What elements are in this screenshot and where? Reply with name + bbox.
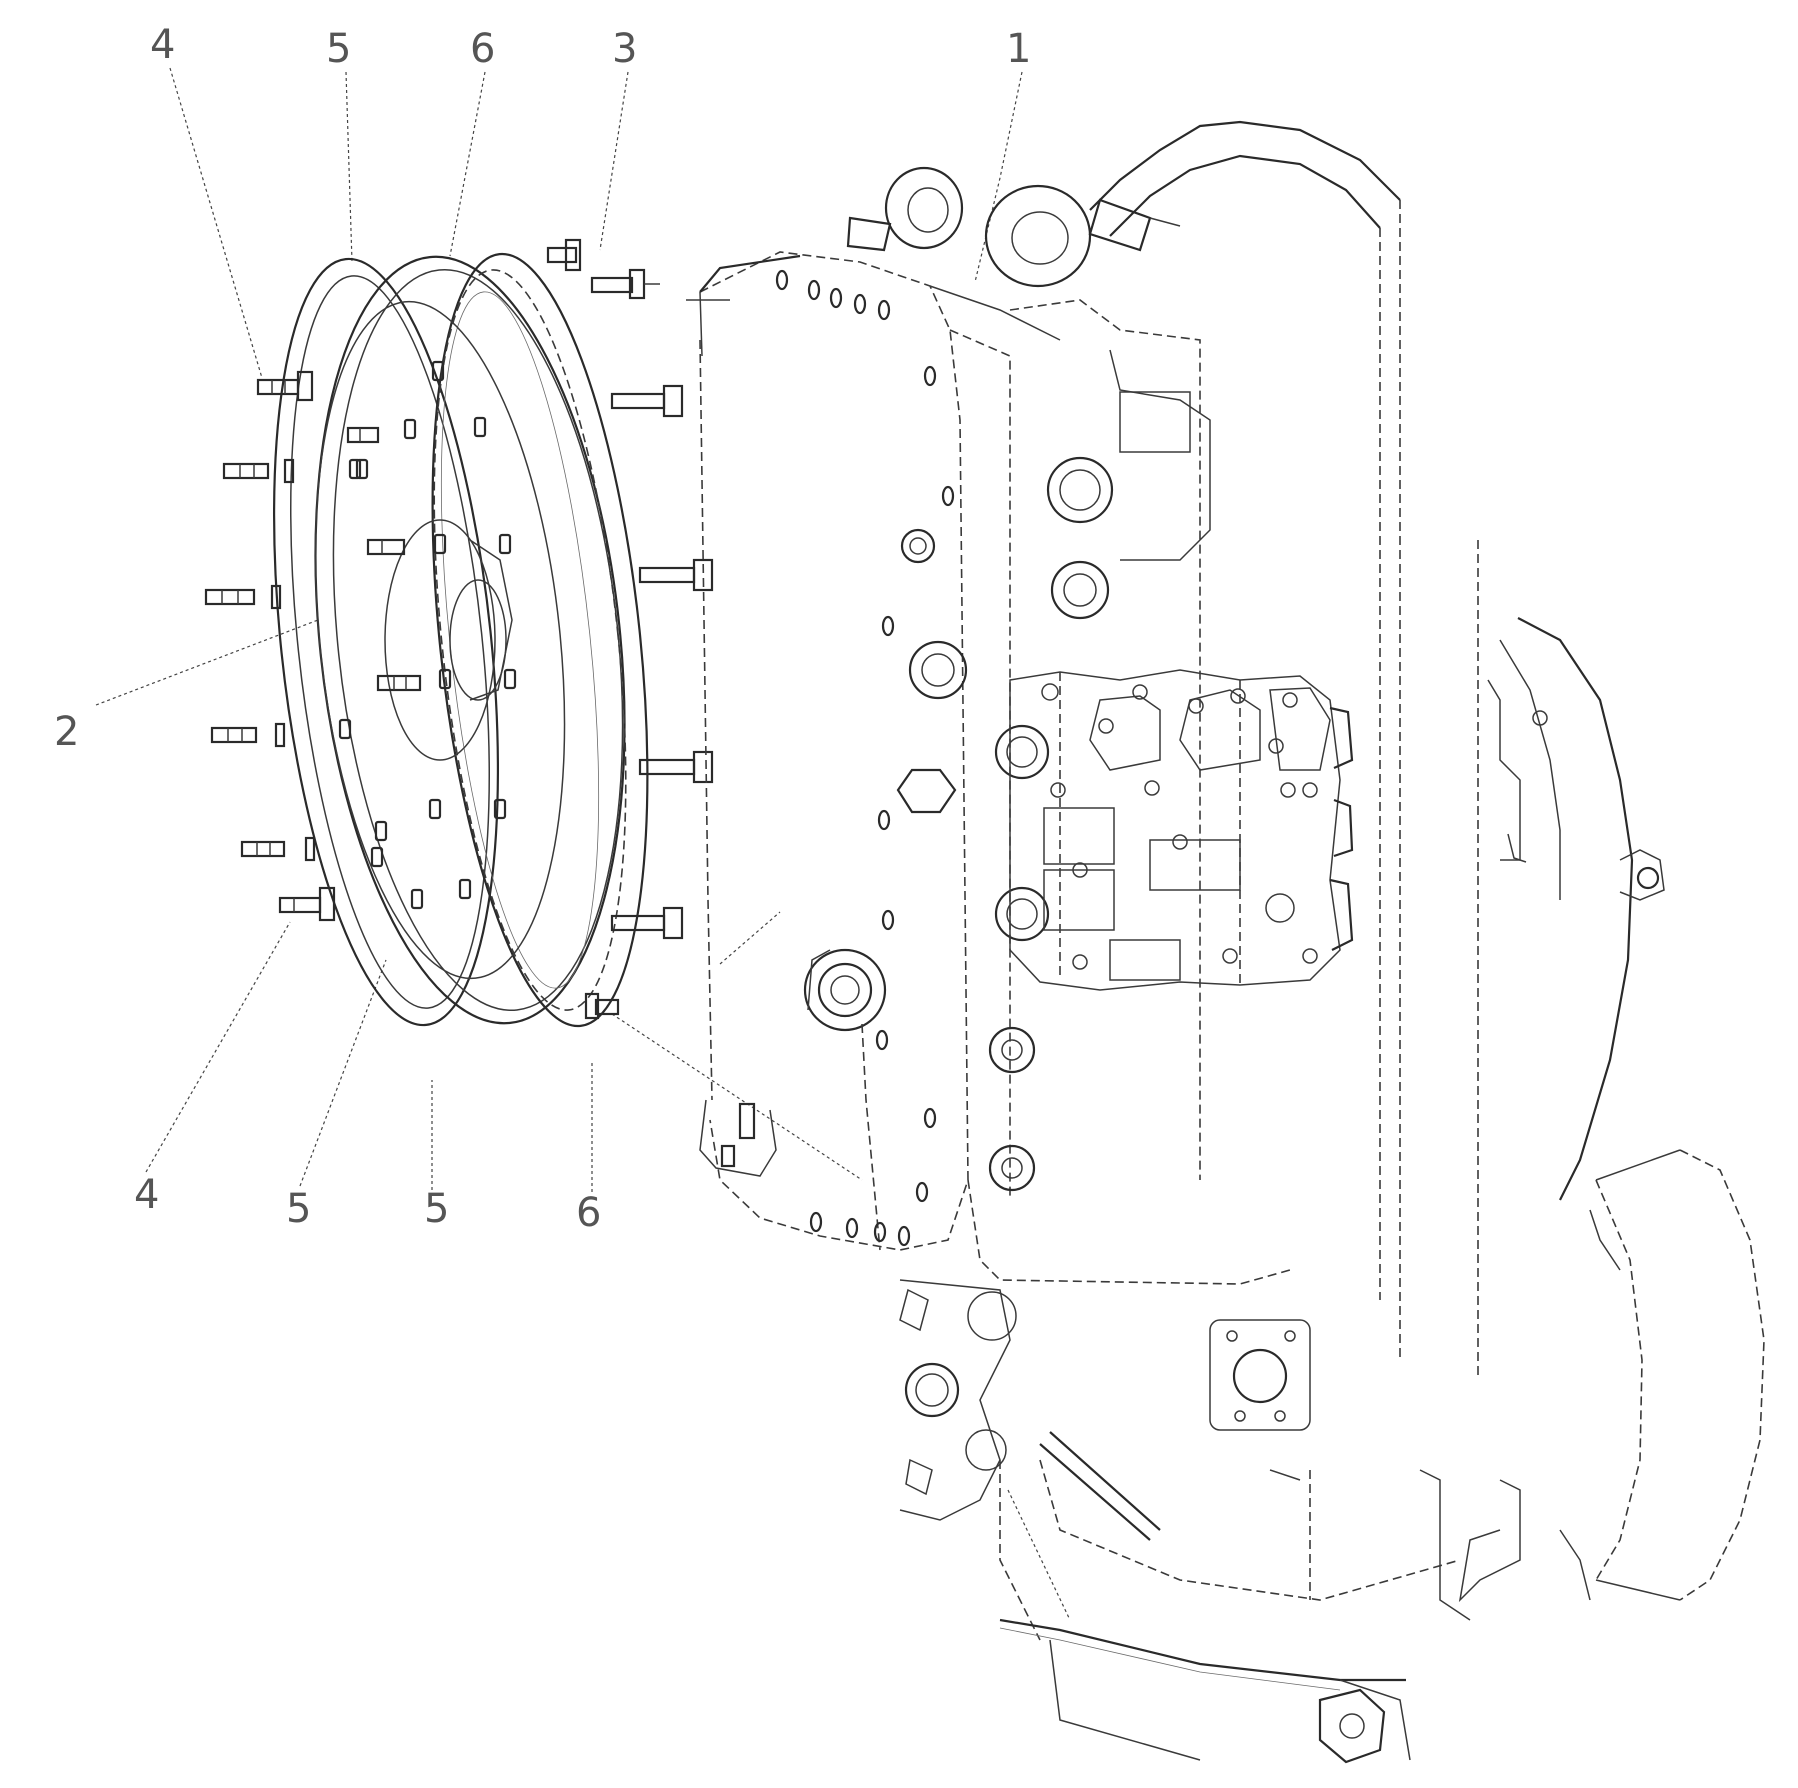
inner-disc (314, 300, 566, 980)
callout-bottom-6: 6 (576, 1190, 601, 1236)
oil-pipe (1089, 120, 1401, 211)
bolt (366, 538, 406, 556)
top-fittings (846, 120, 1401, 1360)
bolt (278, 886, 336, 922)
bolt (222, 458, 295, 484)
callout-top-5: 5 (326, 26, 351, 72)
housing-boss (900, 528, 936, 564)
short-bolt (584, 992, 620, 1020)
valve-plug (994, 724, 1050, 780)
flex-plate-bolt-holes (338, 360, 517, 910)
long-bolt (610, 384, 684, 418)
bolt (376, 674, 422, 692)
callout-top-3: 3 (612, 26, 637, 72)
ring-gear-teeth (433, 269, 627, 1011)
valve-body-holes (1041, 683, 1318, 970)
short-bolt (546, 238, 582, 272)
solenoid-cap (1329, 706, 1354, 770)
outer-adapter-ring (272, 257, 500, 1027)
lower-cover-plate (1209, 1319, 1311, 1431)
solenoid-cap (1333, 798, 1354, 858)
pump-motor (1559, 1149, 1765, 1601)
pressure-port (1050, 560, 1110, 620)
housing-small-holes (775, 269, 955, 1247)
valve-plug (994, 886, 1050, 942)
hex-plug (896, 768, 957, 814)
dipstick-tube (1039, 1443, 1151, 1541)
bolt (210, 722, 286, 748)
top-lifting-eye (884, 166, 964, 250)
housing-bolts (546, 238, 714, 1020)
bolt (204, 584, 282, 610)
transmission-body (988, 299, 1211, 1192)
housing-bottom-tab (699, 1099, 777, 1177)
flex-plate-disc-edge (332, 268, 624, 1012)
adapter-plate-right (1477, 540, 1665, 1380)
bottom-drain-plug (1318, 1688, 1386, 1764)
callout-labels: 4 5 6 3 1 2 4 5 5 6 (54, 22, 1031, 1236)
bolt (256, 370, 314, 402)
callout-bottom-5a: 5 (286, 1186, 311, 1232)
control-valve-body (1009, 669, 1354, 991)
long-bolt (590, 268, 660, 300)
adapter-bolt-hole (1636, 866, 1660, 890)
bolt (346, 426, 380, 444)
callout-bottom-4: 4 (134, 1172, 159, 1218)
leader-lines (95, 67, 1023, 1192)
outer-adapter-ring-inner-edge (289, 275, 491, 1009)
callout-left-2: 2 (54, 709, 79, 755)
lower-housing (899, 1179, 1521, 1764)
bolt (240, 836, 316, 862)
drain-plug (908, 640, 968, 700)
callout-top-4: 4 (150, 22, 175, 68)
pipe-hose-fitting (1088, 198, 1152, 252)
hub-center (384, 519, 496, 761)
callout-bottom-5b: 5 (424, 1186, 449, 1232)
callout-top-6: 6 (470, 26, 495, 72)
long-bolt (610, 906, 684, 940)
long-bolt (638, 558, 714, 592)
callout-top-1: 1 (1006, 26, 1031, 72)
large-fitting (803, 948, 887, 1032)
solenoid-cap (1329, 878, 1354, 951)
flex-plate-assembly (272, 252, 649, 1028)
output-flange (904, 1362, 960, 1418)
pressure-port (1046, 456, 1114, 524)
flex-plate-bolts (204, 370, 422, 922)
top-port (984, 184, 1092, 288)
ring-gear (431, 252, 649, 1028)
long-bolt (638, 750, 714, 784)
